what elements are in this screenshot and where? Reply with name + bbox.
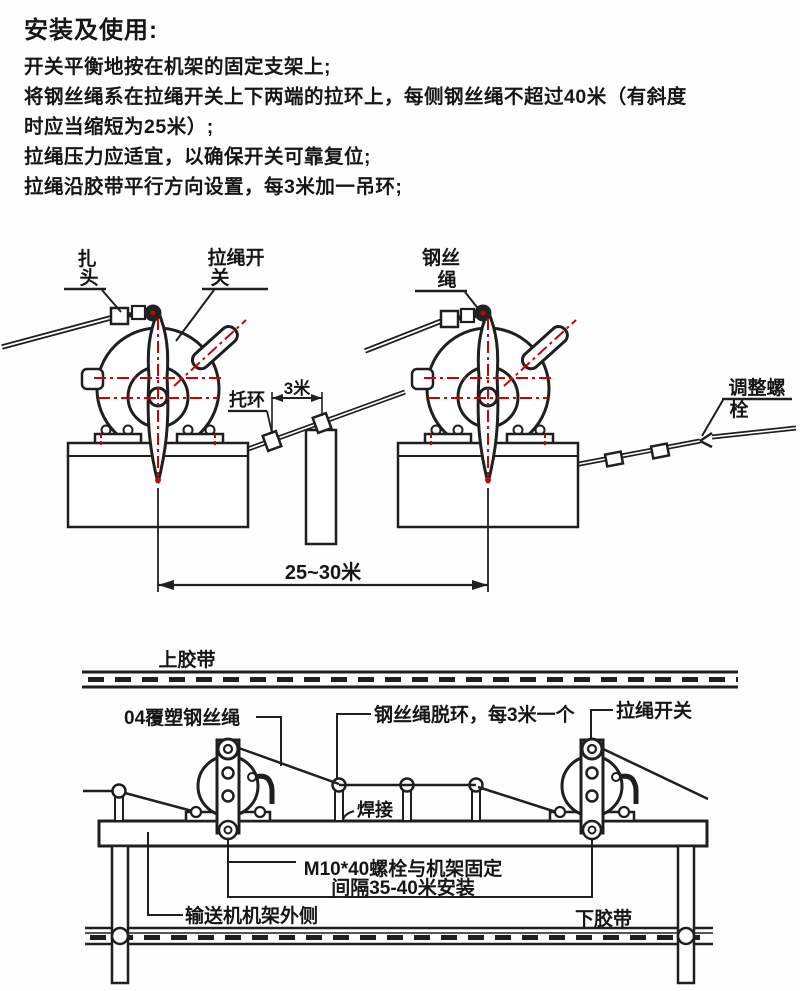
svg-text:栓: 栓	[729, 398, 748, 421]
label-bolt-spec: M10*40螺栓与机架固定 间隔35-40米安装	[304, 857, 503, 899]
svg-text:扎: 扎	[77, 248, 96, 270]
bolt-leader-lines	[227, 839, 593, 898]
top-belt	[82, 670, 738, 689]
frame-leg-right	[676, 844, 696, 985]
bottom-belt	[85, 926, 713, 946]
rope-clamp	[439, 309, 460, 329]
label-pull-switch-front: 拉绳开关	[590, 699, 692, 740]
svg-text:间隔35-40米安装: 间隔35-40米安装	[331, 876, 475, 899]
instruction-line: 时应当缩短为25米）;	[24, 116, 214, 138]
label-rope-clamp: 扎 头	[64, 248, 122, 313]
svg-text:输送机机架外侧: 输送机机架外侧	[185, 904, 318, 927]
instruction-line: 将钢丝绳系在拉绳开关上下两端的拉环上，每侧钢丝绳不超过40米（有斜度	[24, 86, 687, 108]
svg-text:托环: 托环	[229, 389, 265, 410]
belt-roller	[676, 926, 696, 946]
support-post	[304, 428, 338, 546]
rope-clamp	[109, 306, 130, 326]
instruction-text: 开关平衡地按在机架的固定支架上; 将钢丝绳系在拉绳开关上下两端的拉环上，每侧钢丝绳…	[24, 52, 687, 232]
rope-ring-posts	[111, 777, 484, 822]
label-support-ring: 托环	[228, 389, 273, 434]
svg-text:头: 头	[79, 267, 98, 289]
svg-text:焊接: 焊接	[357, 799, 393, 820]
svg-text:04覆塑钢丝绳: 04覆塑钢丝绳	[124, 706, 240, 729]
svg-text:钢丝绳脱环，每3米一个: 钢丝绳脱环，每3米一个	[374, 703, 576, 726]
wire-rope-path	[83, 745, 709, 814]
dimension-25-30m: 25~30米	[157, 488, 489, 592]
svg-text:拉绳开关: 拉绳开关	[616, 699, 692, 722]
svg-text:M10*40螺栓与机架固定: M10*40螺栓与机架固定	[304, 857, 503, 880]
svg-text:拉绳开: 拉绳开	[207, 246, 264, 269]
side-view-diagram: 3米 25~30米 扎 头 拉绳开 关 钢丝 绳	[1, 246, 797, 592]
instruction-line: 拉绳沿胶带平行方向设置，每3米加一吊环;	[24, 176, 403, 198]
label-top-belt: 上胶带	[158, 648, 215, 671]
label-weld: 焊接	[342, 799, 393, 821]
instruction-line: 拉绳压力应适宜，以确保开关可靠复位;	[24, 146, 371, 168]
label-ring-spacing: 钢丝绳脱环，每3米一个	[336, 703, 576, 780]
wire-rope-upper-right	[363, 307, 479, 354]
svg-text:25~30米: 25~30米	[285, 561, 362, 584]
svg-text:绳: 绳	[437, 268, 456, 291]
frame-leg-left	[110, 844, 130, 985]
conveyor-frame-diagram: 上胶带 04覆塑钢丝绳 钢丝绳脱环，每3米一个 拉绳开关 焊接 M10*40螺栓…	[82, 648, 738, 985]
frame-beam	[97, 819, 709, 848]
svg-text:关: 关	[210, 266, 229, 289]
label-wire-rope: 钢丝 绳	[415, 246, 481, 312]
dimension-3m: 3米	[271, 378, 323, 434]
label-coated-rope: 04覆塑钢丝绳	[124, 706, 282, 766]
instruction-line: 开关平衡地按在机架的固定支架上;	[24, 56, 331, 78]
belt-roller	[110, 926, 130, 946]
svg-text:3米: 3米	[284, 378, 311, 398]
label-adjust-bolt: 调整螺 栓	[701, 376, 792, 437]
page-title: 安装及使用:	[24, 17, 158, 44]
label-bottom-belt: 下胶带	[575, 907, 632, 930]
label-pull-switch: 拉绳开 关	[175, 246, 268, 342]
svg-text:调整螺: 调整螺	[728, 376, 785, 399]
label-frame-outside: 输送机机架外侧	[147, 832, 318, 927]
svg-text:钢丝: 钢丝	[422, 246, 460, 269]
